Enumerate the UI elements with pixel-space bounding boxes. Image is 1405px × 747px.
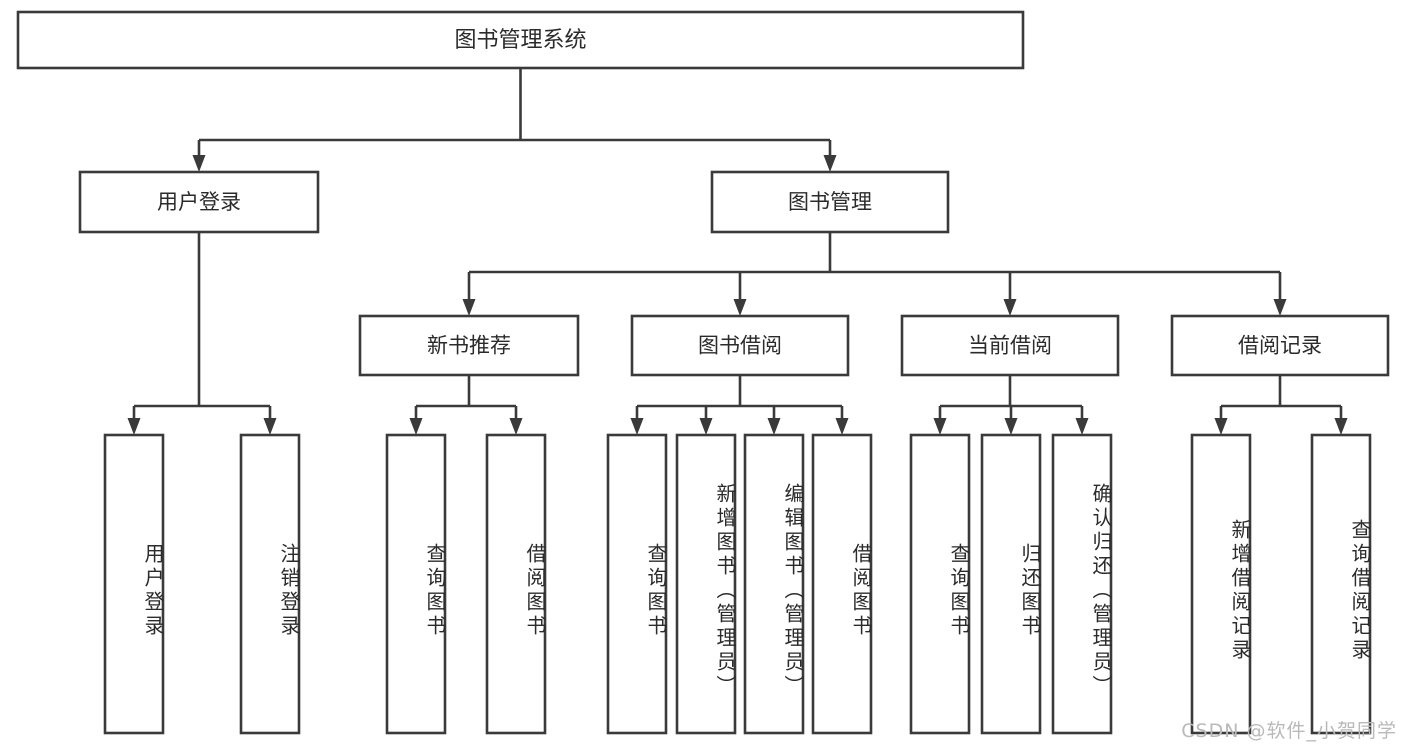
- branch-book-management-arrowhead: [823, 155, 837, 172]
- node-current-borrow[interactable]: [900, 314, 1120, 377]
- branch-leaf-edit-book-admin-arrowhead: [767, 418, 781, 435]
- node-leaf-query-book-rec[interactable]: [385, 433, 447, 735]
- node-borrow-records[interactable]: [1170, 314, 1390, 377]
- branch-leaf-confirm-return-admin-arrowhead: [1075, 418, 1089, 435]
- branch-leaf-logout-arrowhead: [263, 418, 277, 435]
- node-leaf-edit-book-admin[interactable]: [743, 433, 805, 735]
- node-new-book-recommend[interactable]: [358, 314, 580, 377]
- node-leaf-logout[interactable]: [239, 433, 301, 735]
- node-label-user-login: 用户登录: [157, 190, 241, 214]
- node-leaf-query-book-borrow[interactable]: [606, 433, 668, 735]
- node-label-book-management: 图书管理: [788, 190, 872, 214]
- branch-leaf-user-login-arrowhead: [127, 418, 141, 435]
- branch-leaf-query-book-current-arrowhead: [933, 418, 947, 435]
- branch-borrow-records-arrowhead: [1273, 299, 1287, 316]
- node-book-management[interactable]: [710, 170, 950, 234]
- node-leaf-add-borrow-record[interactable]: [1190, 433, 1252, 735]
- branch-user-login-arrowhead: [192, 155, 206, 172]
- watermark: CSDN @软件_小贺同学: [1181, 720, 1397, 742]
- node-leaf-user-login[interactable]: [103, 433, 165, 735]
- branch-current-borrow-arrowhead: [1003, 299, 1017, 316]
- branch-leaf-return-book-arrowhead: [1004, 418, 1018, 435]
- node-leaf-return-book[interactable]: [980, 433, 1042, 735]
- branch-leaf-add-borrow-record-arrowhead: [1214, 418, 1228, 435]
- node-leaf-query-borrow-record[interactable]: [1310, 433, 1372, 735]
- node-label-root: 图书管理系统: [454, 28, 586, 53]
- branch-leaf-add-book-admin-arrowhead: [699, 418, 713, 435]
- node-leaf-add-book-admin[interactable]: [675, 433, 737, 735]
- node-book-borrow[interactable]: [630, 314, 850, 377]
- node-leaf-confirm-return-admin[interactable]: [1051, 433, 1113, 735]
- node-leaf-borrow-book-rec[interactable]: [485, 433, 547, 735]
- node-user-login[interactable]: [78, 170, 320, 234]
- node-root[interactable]: [16, 10, 1025, 70]
- node-label-current-borrow: 当前借阅: [968, 334, 1052, 358]
- connector-layer: [127, 68, 1348, 435]
- node-label-book-borrow: 图书借阅: [698, 334, 782, 358]
- node-leaf-query-book-current[interactable]: [909, 433, 971, 735]
- node-leaf-borrow-book[interactable]: [811, 433, 873, 735]
- branch-book-borrow-arrowhead: [733, 299, 747, 316]
- branch-leaf-query-book-rec-arrowhead: [409, 418, 423, 435]
- node-box-layer: [16, 10, 1390, 735]
- branch-leaf-borrow-book-arrowhead: [835, 418, 849, 435]
- branch-leaf-query-book-borrow-arrowhead: [630, 418, 644, 435]
- branch-leaf-query-borrow-record-arrowhead: [1334, 418, 1348, 435]
- node-label-new-book-recommend: 新书推荐: [427, 334, 511, 358]
- node-label-borrow-records: 借阅记录: [1238, 334, 1322, 358]
- branch-new-book-recommend-arrowhead: [462, 299, 476, 316]
- branch-leaf-borrow-book-rec-arrowhead: [509, 418, 523, 435]
